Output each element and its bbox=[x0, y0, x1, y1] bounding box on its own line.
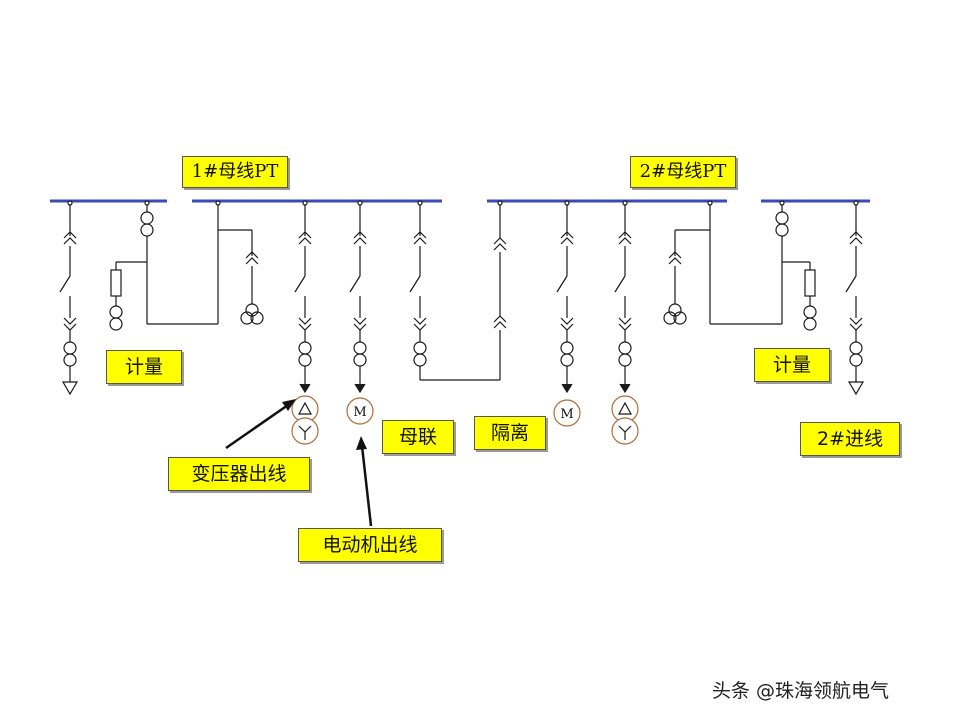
arrow-motor-callout bbox=[356, 436, 373, 527]
arrow-transformer-callout bbox=[225, 399, 296, 450]
pt-branch-2 bbox=[663, 200, 782, 325]
pt-branch-1 bbox=[218, 229, 264, 325]
metering-branch-left bbox=[109, 200, 221, 331]
feeder-motor-2 bbox=[556, 200, 574, 394]
motor-symbol-2: M bbox=[553, 399, 581, 427]
motor-symbol-1: M bbox=[346, 397, 374, 425]
label-incoming-2: 2#进线 bbox=[800, 422, 900, 456]
label-bus2-pt: 2#母线PT bbox=[630, 156, 736, 188]
label-bus-tie: 母联 bbox=[382, 420, 454, 454]
metering-branch-right bbox=[775, 200, 817, 331]
label-motor-outgoing: 电动机出线 bbox=[298, 528, 442, 562]
label-isolation: 隔离 bbox=[474, 416, 546, 450]
motor-letter: M bbox=[353, 405, 366, 420]
feeder-transformer-1 bbox=[294, 200, 312, 394]
bus-tie-branch bbox=[409, 200, 507, 381]
feeder-motor-1 bbox=[349, 200, 367, 394]
transformer-symbol-2 bbox=[611, 395, 639, 445]
label-bus1-pt: 1#母线PT bbox=[182, 156, 288, 188]
watermark-text: 头条 @珠海领航电气 bbox=[712, 680, 890, 702]
motor-letter: M bbox=[560, 407, 573, 422]
label-transformer-outgoing: 变压器出线 bbox=[168, 457, 310, 491]
feeder-transformer-2 bbox=[614, 200, 632, 394]
feeder-incoming-2 bbox=[845, 200, 864, 395]
feeder-incoming-1 bbox=[59, 200, 78, 395]
label-metering-right: 计量 bbox=[754, 348, 830, 382]
label-metering-left: 计量 bbox=[106, 350, 182, 384]
transformer-symbol-1 bbox=[291, 395, 319, 445]
